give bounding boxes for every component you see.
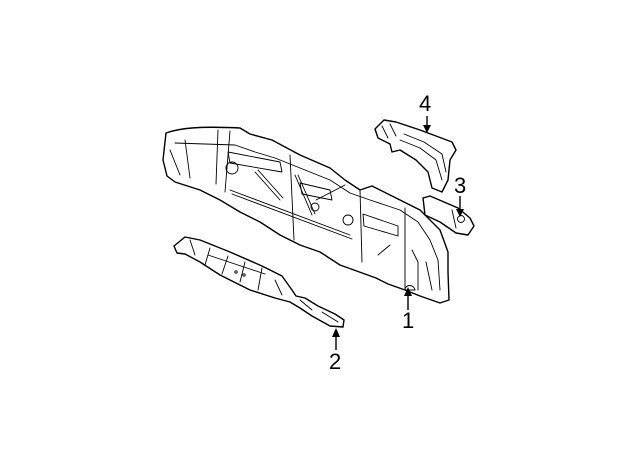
callout-arrows	[332, 116, 464, 350]
callout-2: 2	[329, 349, 342, 374]
callout-4: 4	[419, 91, 432, 116]
callout-3: 3	[454, 173, 467, 198]
part-4-extension	[374, 119, 457, 193]
part-1-rear-panel	[162, 126, 450, 304]
callout-1: 1	[402, 308, 415, 333]
part-2-reinforcement	[173, 236, 345, 328]
part-3-bracket	[422, 195, 475, 236]
